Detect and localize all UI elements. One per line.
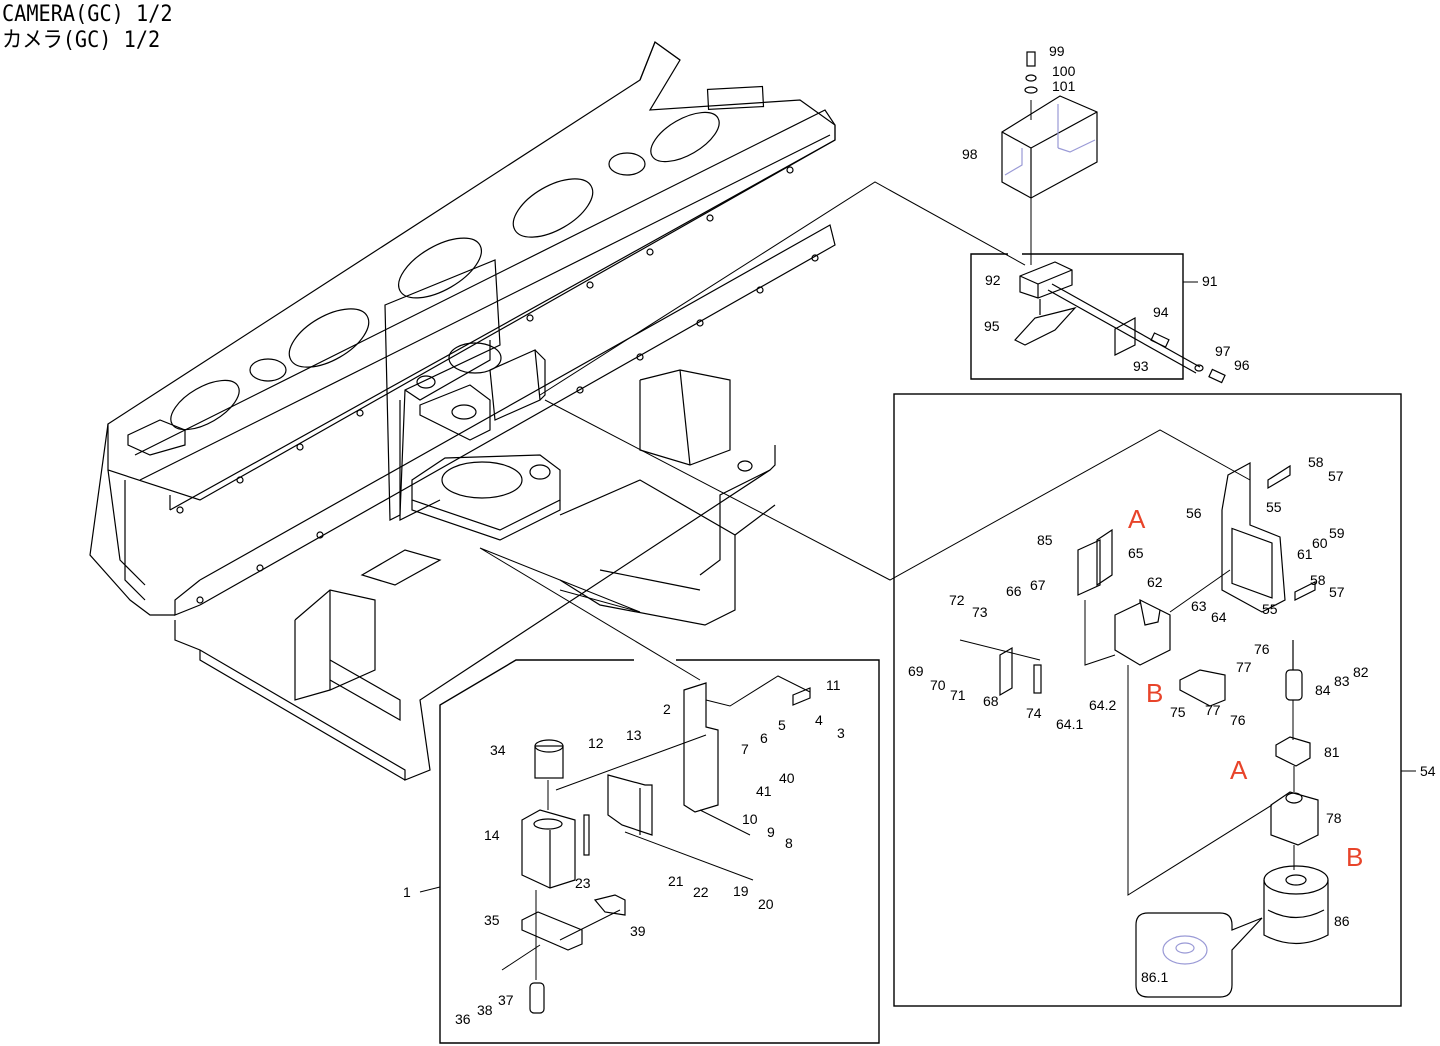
part-callout: 99 bbox=[1049, 43, 1065, 59]
reference-mark-a: A bbox=[1230, 755, 1248, 785]
part-callout: 6 bbox=[760, 730, 768, 746]
part-callout: 84 bbox=[1315, 682, 1331, 698]
part-callout: 58 bbox=[1308, 454, 1324, 470]
part-callout: 41 bbox=[756, 783, 772, 799]
group-label-54: 54 bbox=[1420, 763, 1436, 779]
part-callout: 71 bbox=[950, 687, 966, 703]
part-callout: 69 bbox=[908, 663, 924, 679]
part-callout: 95 bbox=[984, 318, 1000, 334]
part-callout: 13 bbox=[626, 727, 642, 743]
part-callout: 38 bbox=[477, 1002, 493, 1018]
part-callout: 85 bbox=[1037, 532, 1053, 548]
part-callout: 76 bbox=[1230, 712, 1246, 728]
assembly-leader-lines bbox=[479, 181, 1251, 681]
group-91-box bbox=[970, 51, 1226, 384]
part-callout: 39 bbox=[630, 923, 646, 939]
part-callout: 97 bbox=[1215, 343, 1231, 359]
part-callout: 3 bbox=[837, 725, 845, 741]
part-callout: 75 bbox=[1170, 704, 1186, 720]
part-callout: 68 bbox=[983, 693, 999, 709]
part-callout: 56 bbox=[1186, 505, 1202, 521]
part-callout: 100 bbox=[1052, 63, 1076, 79]
part-callout: 74 bbox=[1026, 705, 1042, 721]
part-callout: 81 bbox=[1324, 744, 1340, 760]
part-callout: 21 bbox=[668, 873, 684, 889]
part-callout: 61 bbox=[1297, 546, 1313, 562]
part-callout: 19 bbox=[733, 883, 749, 899]
part-callout: 93 bbox=[1133, 358, 1149, 374]
part-callout: 82 bbox=[1353, 664, 1369, 680]
reference-mark-b: B bbox=[1146, 678, 1164, 708]
part-callout: 12 bbox=[588, 735, 604, 751]
part-callout: 86.1 bbox=[1141, 969, 1169, 985]
part-callout: 73 bbox=[972, 604, 988, 620]
part-callout: 62 bbox=[1147, 574, 1163, 590]
part-callout: 4 bbox=[815, 712, 823, 728]
part-callout: 5 bbox=[778, 717, 786, 733]
part-callout: 57 bbox=[1328, 468, 1344, 484]
part-callout: 83 bbox=[1334, 673, 1350, 689]
part-callout: 10 bbox=[742, 811, 758, 827]
part-callout: 96 bbox=[1234, 357, 1250, 373]
part-callout: 76 bbox=[1254, 641, 1270, 657]
part-callout: 11 bbox=[826, 677, 841, 693]
diagram-title-japanese: カメラ(GC) 1/2 bbox=[2, 28, 161, 53]
part-callout: 8 bbox=[785, 835, 793, 851]
part-callout: 14 bbox=[484, 827, 500, 843]
part-callout: 77 bbox=[1205, 702, 1221, 718]
group-54-box bbox=[893, 393, 1416, 1007]
group-label-91: 91 bbox=[1202, 273, 1218, 289]
reference-mark-b: B bbox=[1346, 842, 1364, 872]
part-callout: 55 bbox=[1262, 601, 1278, 617]
part-callout: 67 bbox=[1030, 577, 1046, 593]
diagram-title: CAMERA(GC) 1/2 bbox=[2, 2, 173, 27]
reference-mark-a: A bbox=[1128, 504, 1146, 534]
part-callout: 101 bbox=[1052, 78, 1076, 94]
part-callout: 59 bbox=[1329, 525, 1345, 541]
part-callout: 77 bbox=[1236, 659, 1252, 675]
part-callout: 98 bbox=[962, 146, 978, 162]
part-callout: 92 bbox=[985, 272, 1001, 288]
part-callout: 55 bbox=[1266, 499, 1282, 515]
part-callout: 86 bbox=[1334, 913, 1350, 929]
group-1-box bbox=[419, 659, 880, 1044]
part-callout: 36 bbox=[455, 1011, 471, 1027]
part-callout: 37 bbox=[498, 992, 514, 1008]
part-callout: 63 bbox=[1191, 598, 1207, 614]
part-callout: 20 bbox=[758, 896, 774, 912]
part-callout: 58 bbox=[1310, 572, 1326, 588]
part-callout: 22 bbox=[693, 884, 709, 900]
part-callout: 64 bbox=[1211, 609, 1227, 625]
part-callout: 65 bbox=[1128, 545, 1144, 561]
part-callout: 23 bbox=[575, 875, 591, 891]
part-callout: 94 bbox=[1153, 304, 1169, 320]
part-callout: 72 bbox=[949, 592, 965, 608]
part-callout: 34 bbox=[490, 742, 506, 758]
part-callout: 9 bbox=[767, 824, 775, 840]
part-callout: 64.1 bbox=[1056, 716, 1084, 732]
part-callout: 7 bbox=[741, 741, 749, 757]
part-callout: 57 bbox=[1329, 584, 1345, 600]
part-callout: 70 bbox=[930, 677, 946, 693]
group-label-1: 1 bbox=[403, 884, 411, 900]
machine-frame bbox=[89, 41, 836, 781]
part-callout: 2 bbox=[663, 701, 671, 717]
part-callout: 40 bbox=[779, 770, 795, 786]
part-callout: 35 bbox=[484, 912, 500, 928]
part-callout: 78 bbox=[1326, 810, 1342, 826]
part-callout: 66 bbox=[1006, 583, 1022, 599]
part-callout: 60 bbox=[1312, 535, 1328, 551]
part-callout: 64.2 bbox=[1089, 697, 1117, 713]
